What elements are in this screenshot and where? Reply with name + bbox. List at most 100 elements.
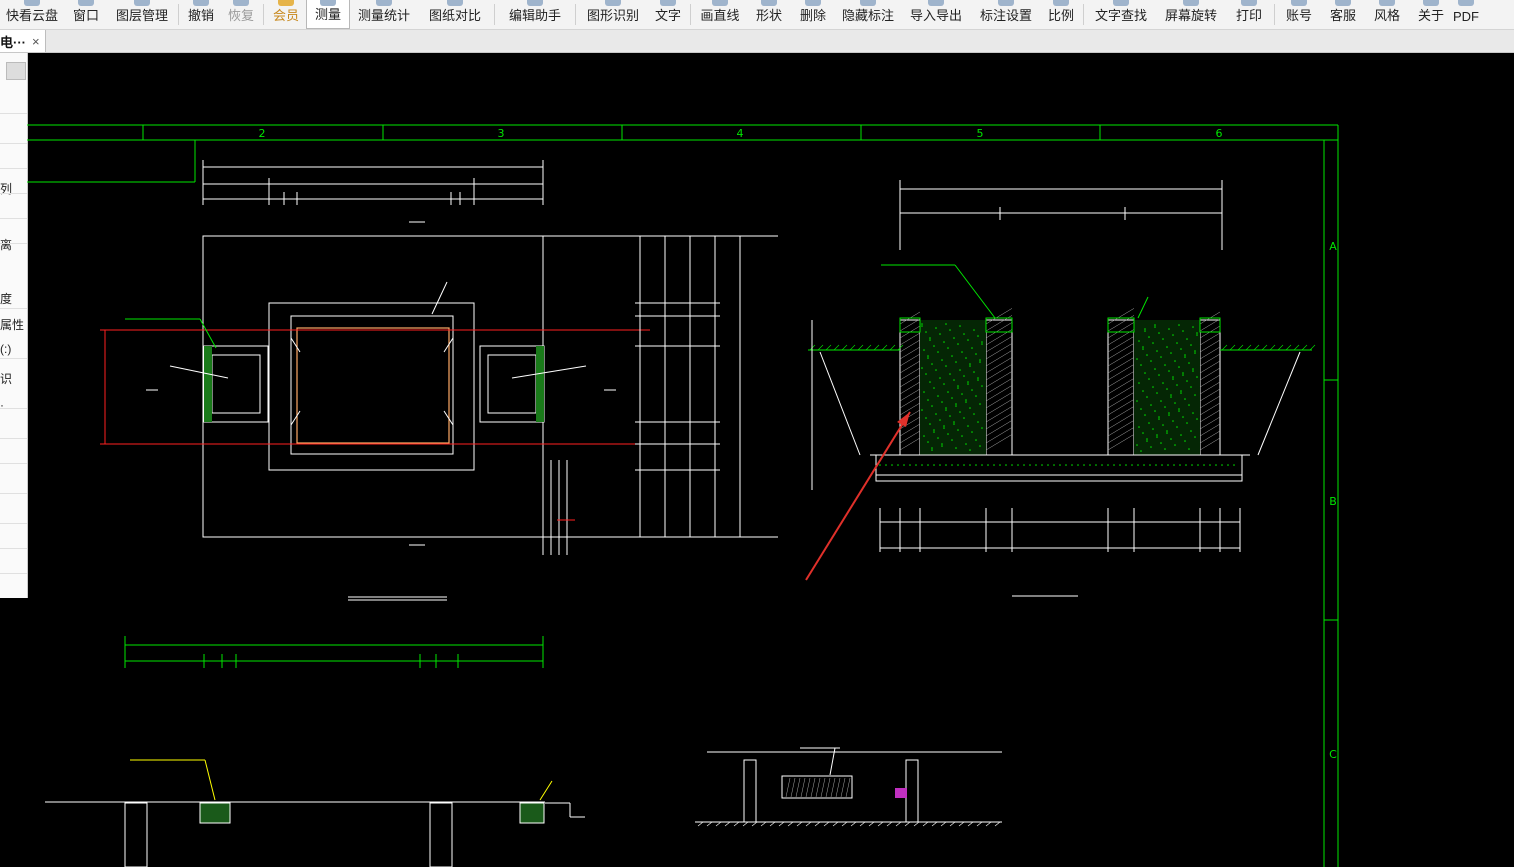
toolbar-item-6[interactable]: 测量 [306, 0, 350, 29]
toolbar-item-9[interactable]: 编辑助手 [497, 0, 573, 29]
wall-hatch [1199, 332, 1221, 346]
document-tab-label: 电··· [0, 34, 26, 50]
toolbar-icon [1458, 0, 1474, 6]
slope-line [819, 351, 861, 456]
toolbar-item-22[interactable]: 账号 [1277, 0, 1321, 29]
concrete-dot [1190, 430, 1192, 432]
toolbar-label: 快看云盘 [6, 8, 59, 23]
concrete-dot [1162, 338, 1164, 340]
wall-hatch [1199, 353, 1221, 367]
concrete-dot [1143, 464, 1145, 466]
side-panel-row[interactable]: · [0, 398, 4, 412]
ground-hatch [1269, 344, 1276, 351]
concrete-dot [1166, 346, 1168, 348]
side-panel-row[interactable]: 离 [0, 238, 13, 252]
concrete-dot [925, 373, 927, 375]
concrete-dot [1152, 386, 1154, 388]
concrete-dot [1137, 464, 1139, 466]
concrete-dot [971, 389, 973, 391]
wall-hatch [1107, 399, 1135, 416]
concrete-dot [993, 464, 995, 466]
ground-hatch [1309, 344, 1316, 351]
toolbar-item-25[interactable]: 关于 [1409, 0, 1453, 29]
toolbar-label: 撤销 [188, 8, 215, 23]
ground-hatch [967, 821, 974, 827]
toolbar-item-18[interactable]: 比例 [1041, 0, 1081, 29]
concrete-dot [1182, 374, 1184, 376]
toolbar-item-0[interactable]: 快看云盘 [0, 0, 64, 29]
toolbar-item-14[interactable]: 删除 [791, 0, 835, 29]
concrete-fill [920, 320, 986, 455]
toolbar-item-11[interactable]: 文字 [648, 0, 688, 29]
concrete-dot [903, 464, 905, 466]
side-panel-divider [0, 218, 27, 219]
wall-hatch [1199, 423, 1221, 437]
transformer-footprint [296, 327, 450, 444]
bedding [875, 474, 1243, 482]
toolbar-item-2[interactable]: 图层管理 [108, 0, 176, 29]
toolbar-item-26[interactable]: PDF [1453, 0, 1479, 29]
toolbar-item-21[interactable]: 打印 [1226, 0, 1272, 29]
concrete-dot [909, 464, 911, 466]
document-tab[interactable]: 电··· × [0, 30, 46, 52]
concrete-dot [1089, 464, 1091, 466]
mesh-hatch [790, 777, 796, 798]
concrete-dot [1168, 414, 1170, 416]
toolbar-item-10[interactable]: 图形识别 [578, 0, 648, 29]
concrete-dot [1179, 464, 1181, 466]
concrete-dot [1184, 356, 1186, 358]
concrete-dot [1186, 338, 1188, 340]
concrete-dot [1170, 396, 1172, 398]
toolbar-item-8[interactable]: 图纸对比 [418, 0, 492, 29]
vent-mesh [781, 775, 853, 799]
toolbar-label: 图纸对比 [428, 8, 481, 23]
wall-hatch [1199, 409, 1221, 423]
side-panel-row[interactable]: 度 [0, 292, 13, 306]
side-panel-row[interactable]: (:) [0, 342, 12, 356]
concrete-dot [981, 343, 983, 345]
wall-hatch [985, 343, 1013, 360]
wall-hatch [899, 381, 921, 395]
toolbar-item-16[interactable]: 导入导出 [901, 0, 971, 29]
toolbar-item-4[interactable]: 恢复 [221, 0, 261, 29]
toolbar-item-3[interactable]: 撤销 [181, 0, 221, 29]
close-icon[interactable]: × [32, 33, 40, 49]
toolbar-item-23[interactable]: 客服 [1321, 0, 1365, 29]
toolbar-icon [134, 0, 150, 6]
toolbar-item-12[interactable]: 画直线 [693, 0, 747, 29]
toolbar-item-15[interactable]: 隐藏标注 [835, 0, 901, 29]
toolbar-item-5[interactable]: 会员 [266, 0, 306, 29]
ground-hatch [796, 821, 803, 827]
concrete-dot [939, 377, 941, 379]
toolbar-item-1[interactable]: 窗口 [64, 0, 108, 29]
toolbar-separator [494, 4, 495, 25]
concrete-dot [1233, 464, 1235, 466]
concrete-dot [1192, 326, 1194, 328]
concrete-dot [1150, 360, 1152, 362]
side-panel-row[interactable]: 列 [0, 182, 13, 196]
toolbar-item-7[interactable]: 测量统计 [350, 0, 418, 29]
toolbar-icon [860, 0, 876, 6]
concrete-dot [959, 369, 961, 371]
side-panel-row[interactable]: 属性 [0, 318, 25, 332]
panel-search-box[interactable] [6, 62, 26, 80]
ground-hatch [832, 821, 839, 827]
wall-hatch [985, 413, 1013, 430]
toolbar-item-13[interactable]: 形状 [747, 0, 791, 29]
toolbar-icon [761, 0, 777, 6]
toolbar-item-20[interactable]: 屏幕旋转 [1156, 0, 1226, 29]
ground-hatch [1277, 344, 1284, 351]
side-panel-row[interactable]: 识 [0, 372, 13, 386]
concrete-dot [1168, 412, 1170, 414]
toolbar-item-24[interactable]: 风格 [1365, 0, 1409, 29]
concrete-dot [1221, 464, 1223, 466]
toolbar-label: 测量统计 [358, 8, 411, 23]
toolbar-item-19[interactable]: 文字查找 [1086, 0, 1156, 29]
side-panel-divider [0, 143, 27, 144]
wall-hatch [985, 364, 1013, 381]
toolbar-item-17[interactable]: 标注设置 [971, 0, 1041, 29]
wall-hatch [985, 420, 1013, 437]
concrete-dot [1156, 350, 1158, 352]
toolbar-label: 删除 [800, 8, 827, 23]
